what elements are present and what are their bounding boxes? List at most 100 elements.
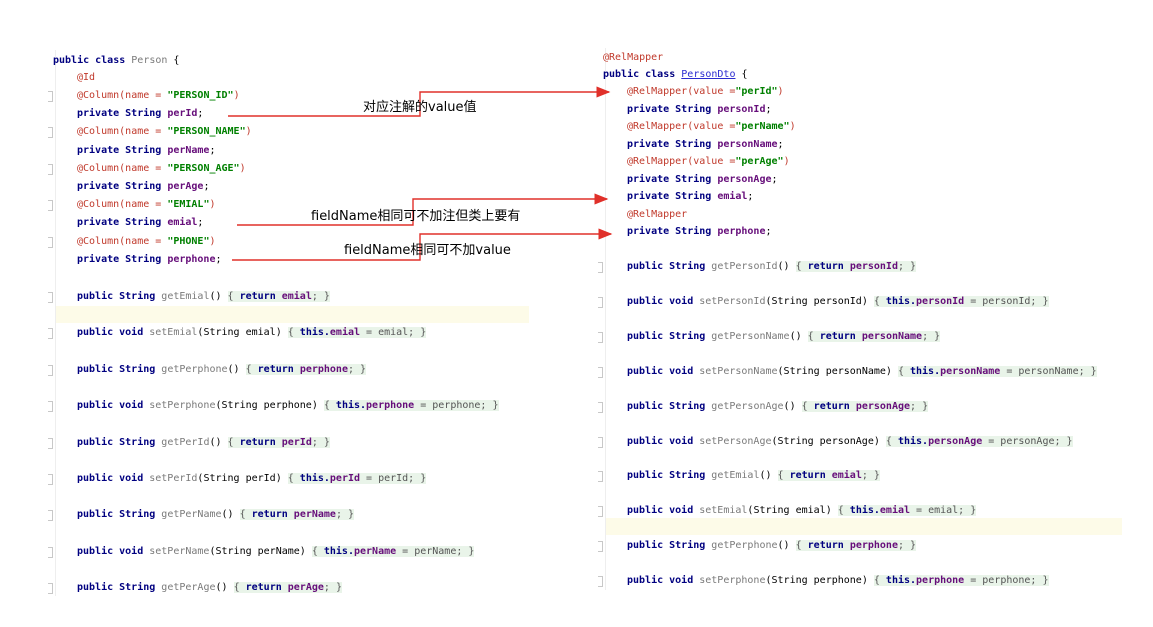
method-body[interactable]: { this.personAge = personAge; } xyxy=(885,435,1073,447)
field-declaration[interactable]: private String perAge; xyxy=(77,181,210,192)
method-body[interactable]: { this.perId = perId; } xyxy=(287,473,427,484)
method-name: setPerId xyxy=(149,473,198,484)
method-body[interactable]: { return perId; } xyxy=(227,436,330,448)
persondto-editor[interactable]: @RelMapper public class PersonDto { @Rel… xyxy=(597,48,1122,590)
method-name: getPerId xyxy=(161,436,210,448)
method-line[interactable]: public void setEmial(String emial) { thi… xyxy=(627,505,977,517)
fold-marker[interactable] xyxy=(48,364,53,376)
field-declaration[interactable]: private String perphone; xyxy=(77,253,222,265)
method-body[interactable]: { this.personId = personId; } xyxy=(873,295,1049,307)
fold-marker[interactable] xyxy=(598,331,603,343)
method-line[interactable]: public String getEmial() { return emial;… xyxy=(627,470,880,482)
caret-line-highlight xyxy=(606,518,1122,535)
method-line[interactable]: public String getPersonId() { return per… xyxy=(627,261,917,272)
method-line[interactable]: public String getPerId() { return perId;… xyxy=(77,436,330,448)
method-body[interactable]: { this.personName = personName; } xyxy=(897,365,1097,377)
method-body[interactable]: { return perphone; } xyxy=(245,363,367,375)
field-declaration[interactable]: private String perId; xyxy=(77,108,204,120)
method-name: getPerName xyxy=(161,509,222,521)
method-line[interactable]: public void setPerphone(String perphone)… xyxy=(77,400,499,412)
fold-marker[interactable] xyxy=(48,200,53,212)
method-body[interactable]: { return personId; } xyxy=(795,261,917,272)
field-annotation[interactable]: @Column(name = "PERSON_NAME") xyxy=(77,126,252,138)
field-declaration[interactable]: private String perName; xyxy=(77,144,216,156)
fold-marker[interactable] xyxy=(48,127,53,139)
fold-marker[interactable] xyxy=(598,366,603,378)
annotation-value: "PERSON_ID" xyxy=(167,90,234,101)
fold-marker[interactable] xyxy=(48,328,53,340)
annotation-value: "PERSON_NAME" xyxy=(167,126,246,138)
method-name: getEmial xyxy=(161,291,210,302)
field-declaration[interactable]: private String emial; xyxy=(627,191,754,202)
field-annotation[interactable]: @Column(name = "PHONE") xyxy=(77,235,216,247)
method-name: setPerName xyxy=(149,545,210,557)
method-line[interactable]: public String getPerphone() { return per… xyxy=(77,363,367,375)
method-body[interactable]: { return perName; } xyxy=(239,509,355,521)
field-declaration[interactable]: private String perphone; xyxy=(627,226,772,237)
fold-marker[interactable] xyxy=(598,471,603,483)
class-declaration[interactable]: public class Person { xyxy=(53,55,180,66)
method-line[interactable]: public void setPerId(String perId) { thi… xyxy=(77,473,427,484)
class-annotation[interactable]: @RelMapper xyxy=(603,52,664,63)
field-declaration[interactable]: private String emial; xyxy=(77,217,204,229)
fold-marker[interactable] xyxy=(48,292,53,303)
class-name-link[interactable]: PersonDto xyxy=(681,69,736,80)
field-declaration[interactable]: private String personName; xyxy=(627,138,784,150)
note-value-mapping: 对应注解的value值 xyxy=(363,100,477,115)
fold-marker[interactable] xyxy=(598,401,603,413)
method-body[interactable]: { this.perphone = perphone; } xyxy=(873,575,1049,587)
field-annotation[interactable]: @RelMapper(value ="perId") xyxy=(627,86,784,97)
method-body[interactable]: { this.perName = perName; } xyxy=(311,545,475,557)
fold-marker[interactable] xyxy=(598,296,603,308)
fold-marker[interactable] xyxy=(598,541,603,553)
method-body[interactable]: { return emial; } xyxy=(777,470,880,482)
field-declaration[interactable]: private String personAge; xyxy=(627,173,778,185)
person-editor[interactable]: public class Person { @Id @Column(name =… xyxy=(47,50,529,596)
method-line[interactable]: public void setPerphone(String perphone)… xyxy=(627,575,1049,587)
fold-marker[interactable] xyxy=(598,436,603,448)
fold-marker[interactable] xyxy=(48,474,53,485)
field-name: personName xyxy=(717,138,778,150)
fold-marker[interactable] xyxy=(48,91,53,102)
fold-marker[interactable] xyxy=(48,401,53,413)
method-line[interactable]: public String getPersonName() { return p… xyxy=(627,330,941,342)
method-body[interactable]: { return personName; } xyxy=(807,330,941,342)
fold-marker[interactable] xyxy=(48,510,53,522)
fold-marker[interactable] xyxy=(48,583,53,595)
field-declaration[interactable]: private String personId; xyxy=(627,103,772,115)
field-name: perId xyxy=(167,108,198,120)
fold-marker[interactable] xyxy=(598,506,603,518)
method-body[interactable]: { this.emial = emial; } xyxy=(287,327,427,339)
field-annotation[interactable]: @Column(name = "PERSON_AGE") xyxy=(77,162,246,174)
field-annotation[interactable]: @RelMapper(value ="perName") xyxy=(627,121,796,132)
method-line[interactable]: public String getEmial() { return emial;… xyxy=(77,291,330,302)
method-line[interactable]: public void setPersonName(String personN… xyxy=(627,365,1097,377)
method-line[interactable]: public void setPersonAge(String personAg… xyxy=(627,435,1073,447)
method-line[interactable]: public String getPerName() { return perN… xyxy=(77,509,355,521)
fold-marker[interactable] xyxy=(598,262,603,273)
method-line[interactable]: public void setPerName(String perName) {… xyxy=(77,545,475,557)
method-line[interactable]: public void setEmial(String emial) { thi… xyxy=(77,327,427,339)
fold-marker[interactable] xyxy=(48,163,53,175)
fold-marker[interactable] xyxy=(48,437,53,449)
method-body[interactable]: { return personAge; } xyxy=(801,400,929,412)
fold-marker[interactable] xyxy=(48,236,53,248)
field-name: perAge xyxy=(167,181,204,192)
fold-marker[interactable] xyxy=(48,546,53,558)
field-annotation[interactable]: @RelMapper xyxy=(627,208,688,220)
method-body[interactable]: { return perphone; } xyxy=(795,540,917,552)
field-annotation[interactable]: @Column(name = "PERSON_ID") xyxy=(77,90,240,101)
id-annotation[interactable]: @Id xyxy=(77,72,96,83)
method-body[interactable]: { return perAge; } xyxy=(233,582,342,594)
method-line[interactable]: public String getPerAge() { return perAg… xyxy=(77,582,342,594)
method-body[interactable]: { this.perphone = perphone; } xyxy=(323,400,499,412)
field-annotation[interactable]: @Column(name = "EMIAL") xyxy=(77,199,216,211)
method-line[interactable]: public String getPersonAge() { return pe… xyxy=(627,400,929,412)
field-annotation[interactable]: @RelMapper(value ="perAge") xyxy=(627,156,790,167)
fold-marker[interactable] xyxy=(598,576,603,588)
method-body[interactable]: { this.emial = emial; } xyxy=(837,505,977,517)
method-line[interactable]: public String getPerphone() { return per… xyxy=(627,540,917,552)
method-body[interactable]: { return emial; } xyxy=(227,291,330,302)
class-declaration[interactable]: public class PersonDto { xyxy=(603,69,748,80)
method-line[interactable]: public void setPersonId(String personId)… xyxy=(627,295,1049,307)
